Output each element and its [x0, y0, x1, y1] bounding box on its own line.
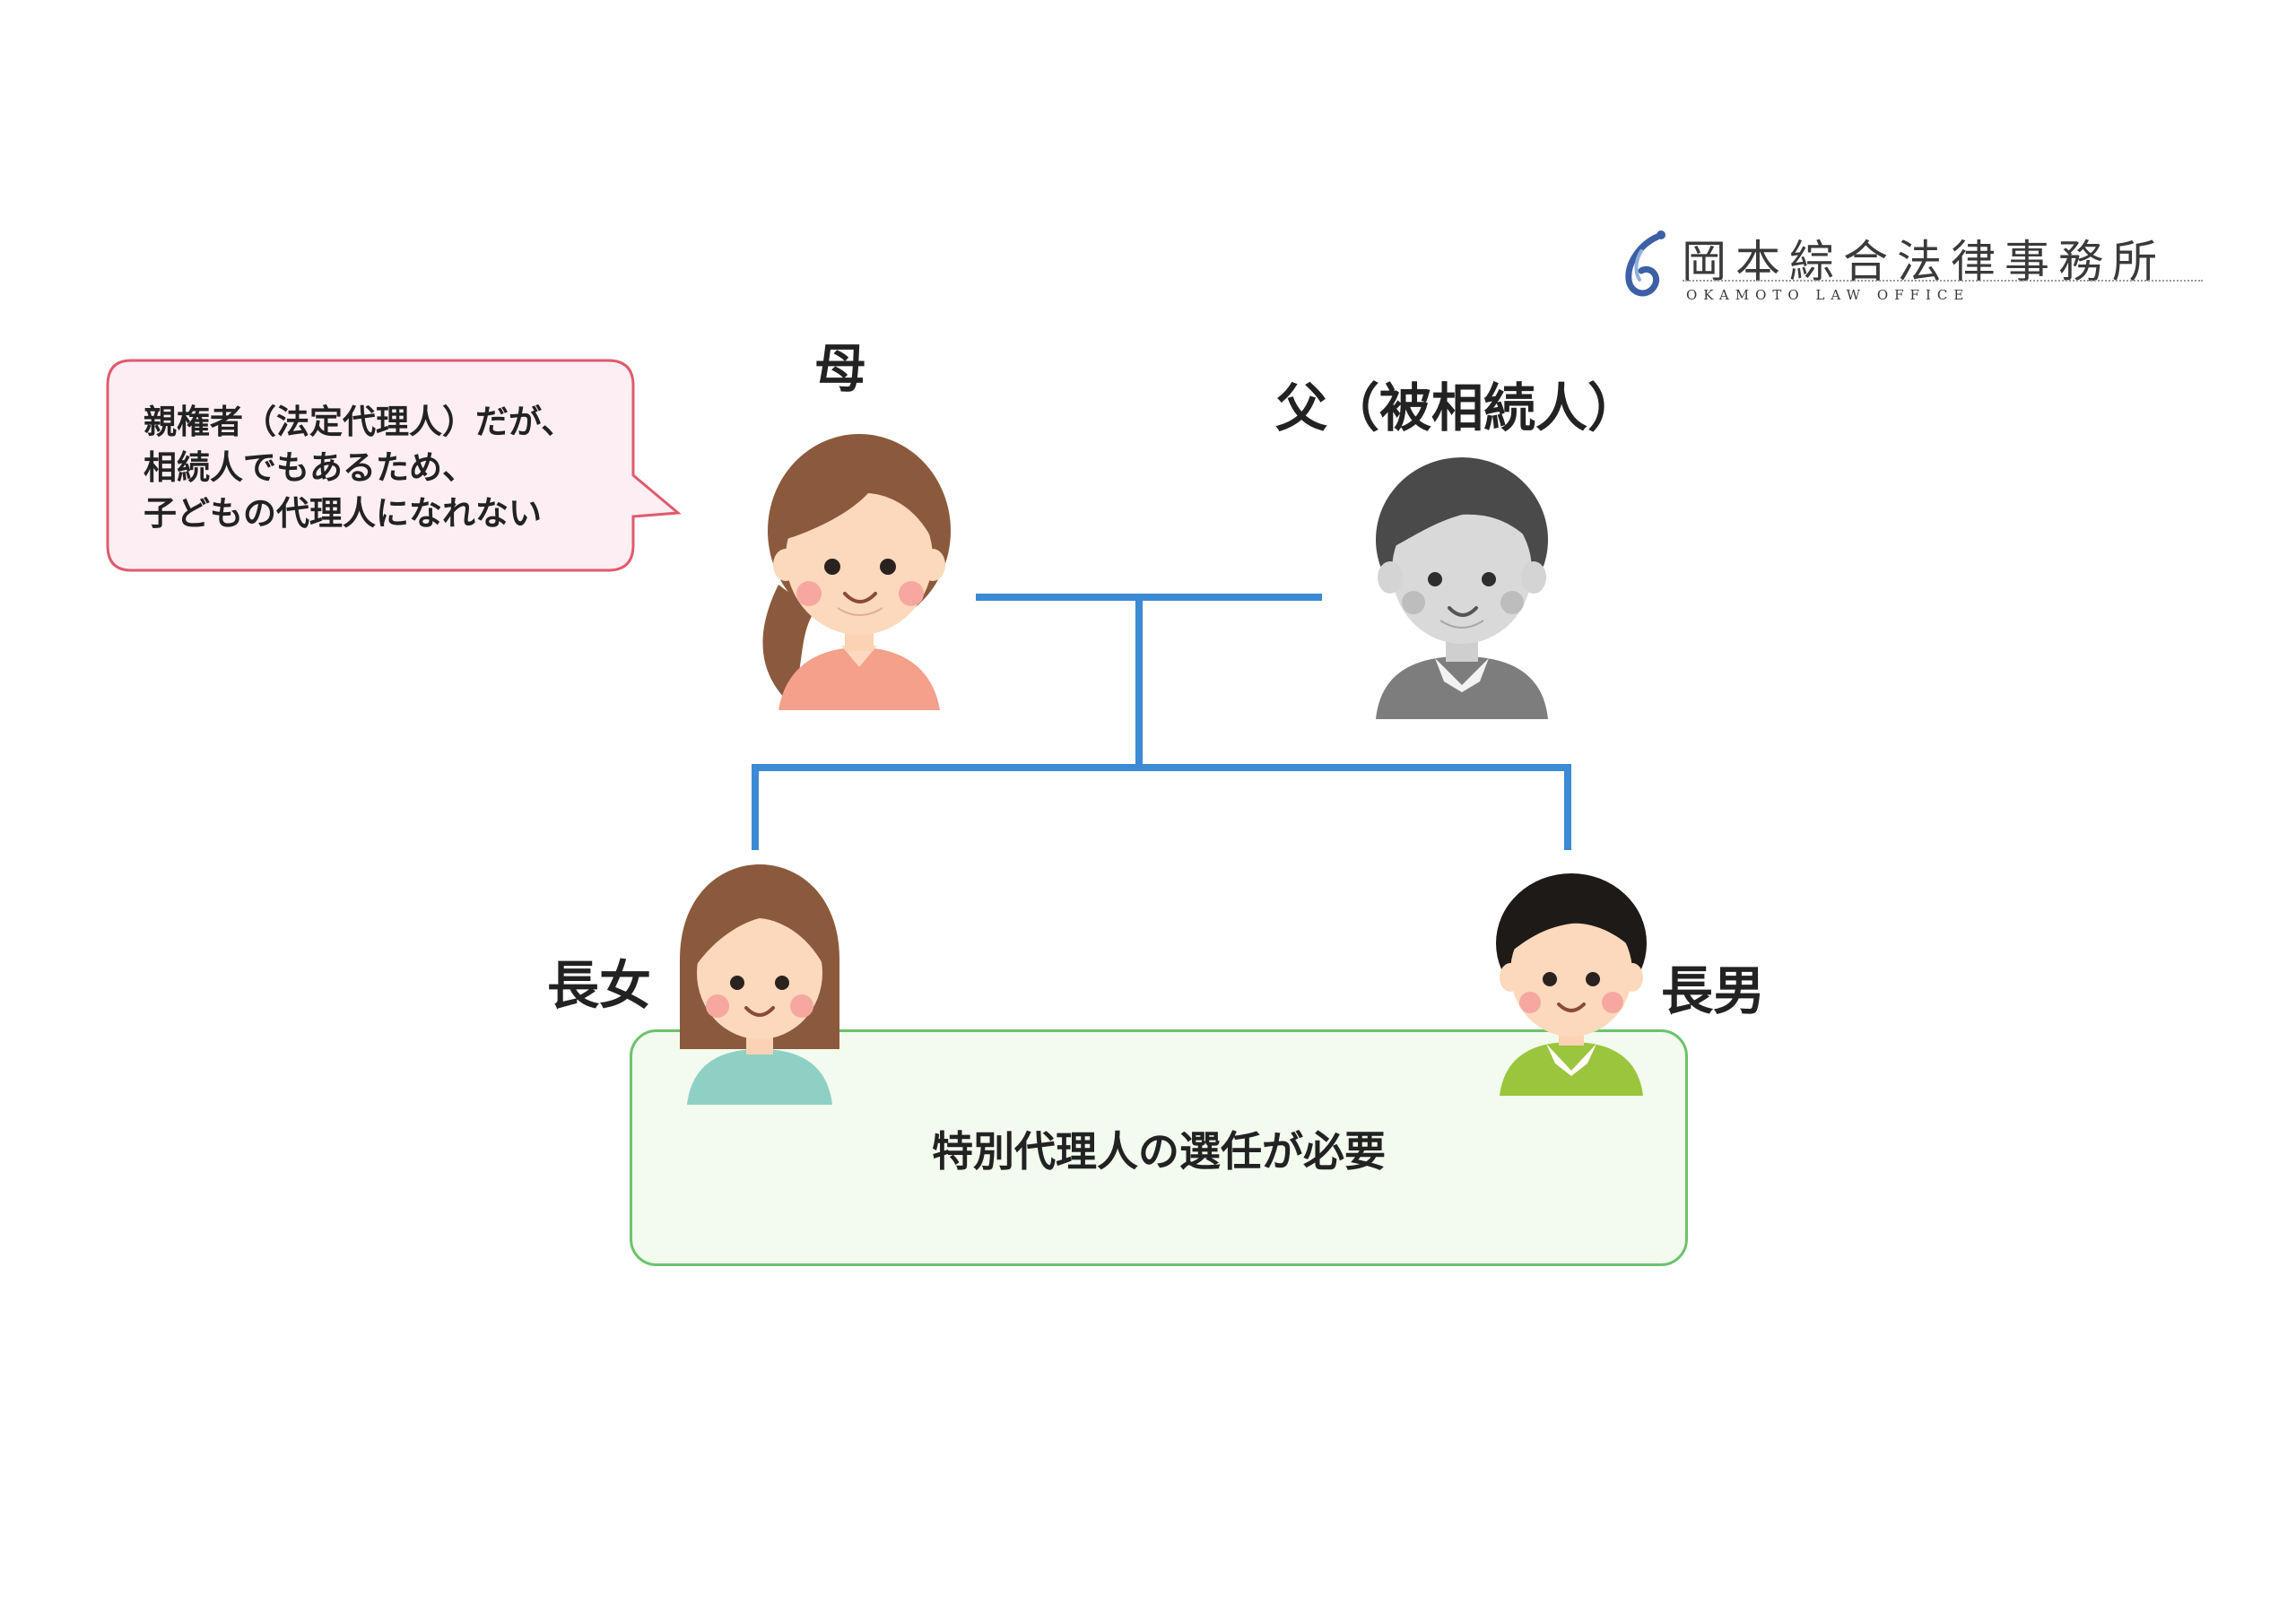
logo-divider: [1683, 280, 2203, 282]
bubble-text: 親権者（法定代理人）だが、 相続人でもあるため、 子どもの代理人になれない: [144, 399, 646, 536]
woman-icon: [762, 434, 951, 710]
bubble-line-1: 親権者（法定代理人）だが、: [144, 403, 575, 441]
bubble-line-3: 子どもの代理人になれない: [144, 494, 542, 533]
special-agent-text: 特別代理人の選任が必要: [932, 1127, 1386, 1176]
logo-name-ja: 岡本綜合法律事務所: [1682, 236, 2166, 288]
bubble-line-2: 相続人でもあるため、: [144, 448, 475, 487]
elderly-man-icon: [1376, 457, 1548, 719]
father-label: 父（被相続人）: [1275, 378, 1640, 438]
speech-bubble: [106, 359, 682, 572]
logo-name-en: OKAMOTO LAW OFFICE: [1686, 287, 1970, 303]
girl-icon: [680, 864, 839, 1105]
swirl-logo-icon: [1625, 230, 1665, 297]
law-office-logo: 岡本綜合法律事務所 OKAMOTO LAW OFFICE: [1614, 224, 2206, 314]
daughter-label: 長女: [547, 955, 652, 1016]
mother-label: 母: [814, 338, 867, 399]
boy-icon: [1496, 873, 1647, 1096]
son-label: 長男: [1661, 960, 1766, 1021]
